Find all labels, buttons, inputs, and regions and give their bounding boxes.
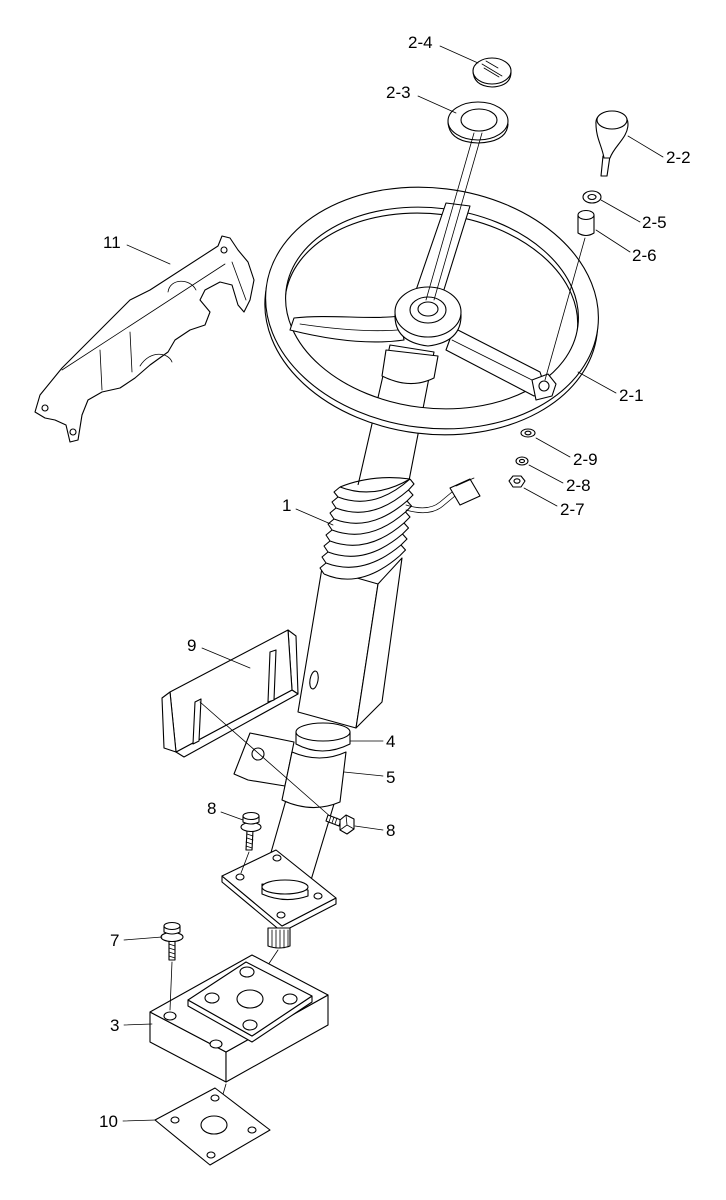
part-bolt-right bbox=[325, 814, 355, 835]
tube-slot bbox=[309, 670, 319, 690]
callout-bolt-right: 8 bbox=[386, 821, 395, 840]
callout-horn-cap: 2-4 bbox=[408, 33, 433, 52]
leader-3 bbox=[123, 1023, 153, 1026]
part-knob-washer bbox=[582, 190, 602, 204]
leader-2-2 bbox=[627, 135, 664, 158]
leader-2-6 bbox=[595, 229, 631, 253]
leader-8-left bbox=[220, 811, 244, 821]
callout-steering-wheel: 2-1 bbox=[619, 386, 644, 405]
assembly-line-cap-to-hub bbox=[425, 132, 483, 301]
part-bolt-left bbox=[240, 811, 262, 851]
leader-9 bbox=[201, 647, 251, 669]
part-column-flange bbox=[221, 849, 337, 933]
part-mounting-plate bbox=[161, 629, 299, 758]
part-gasket bbox=[154, 1087, 271, 1166]
callout-labels: 2-4 2-3 2-2 2-5 2-6 11 2-1 2-9 2-8 2-7 1… bbox=[99, 33, 691, 1131]
callout-knob-washer: 2-5 bbox=[642, 213, 667, 232]
leader-8-right bbox=[354, 825, 384, 831]
leader-2-7 bbox=[523, 487, 558, 507]
leader-1 bbox=[295, 508, 334, 526]
plate-slot-lower bbox=[192, 698, 202, 745]
assembly-line-bolt-8-left bbox=[240, 851, 250, 874]
wheel-knob-clamp bbox=[531, 373, 557, 401]
callout-cap-ring: 2-3 bbox=[386, 83, 411, 102]
callout-base-bolt: 7 bbox=[110, 931, 119, 950]
callout-steering-column: 1 bbox=[282, 496, 291, 515]
cable-connector bbox=[449, 478, 481, 506]
part-wheel-nut bbox=[508, 475, 526, 488]
horn-cable bbox=[405, 477, 481, 514]
part-column-bracket bbox=[233, 732, 347, 809]
leader-2-8 bbox=[528, 464, 564, 484]
leader-2-3 bbox=[417, 95, 457, 114]
callout-knob-spacer: 2-6 bbox=[632, 246, 657, 265]
assembly-line-knob-to-clamp bbox=[544, 237, 586, 381]
callout-gasket: 10 bbox=[99, 1112, 118, 1131]
part-steering-wheel bbox=[264, 186, 599, 436]
callout-collar: 4 bbox=[386, 732, 395, 751]
leader-2-1 bbox=[577, 371, 617, 394]
callout-bolt-left: 8 bbox=[207, 799, 216, 818]
leader-5 bbox=[343, 771, 384, 777]
part-column-cover bbox=[34, 235, 255, 443]
callout-column-cover: 11 bbox=[103, 233, 121, 252]
leader-2-9 bbox=[535, 437, 571, 458]
part-knob-spacer bbox=[577, 209, 595, 237]
part-cap-ring bbox=[447, 101, 509, 144]
part-wheel-washer bbox=[520, 428, 536, 438]
wheel-spoke-left bbox=[289, 315, 405, 343]
leader-lines bbox=[122, 45, 664, 1122]
callout-wheel-lock-washer: 2-8 bbox=[566, 476, 591, 495]
assembly-line-plate-to-bolt bbox=[199, 701, 333, 819]
bracket-hole bbox=[251, 747, 265, 761]
plate-slot-upper bbox=[267, 649, 277, 703]
part-column-bellows bbox=[319, 477, 415, 580]
part-horn-cap bbox=[472, 57, 512, 88]
assembly-line-bolt-7 bbox=[169, 961, 173, 1011]
wheel-spoke-upper bbox=[413, 202, 471, 297]
callout-wheel-nut: 2-7 bbox=[560, 500, 585, 519]
callout-knob: 2-2 bbox=[666, 148, 691, 167]
leader-2-4 bbox=[439, 45, 479, 64]
part-pedestal bbox=[149, 954, 329, 1083]
leader-10 bbox=[122, 1119, 157, 1122]
leader-11 bbox=[126, 244, 171, 265]
horn-cap-logo bbox=[481, 60, 503, 78]
wheel-hub bbox=[394, 286, 462, 347]
pedestal-center-hole bbox=[236, 989, 264, 1009]
callout-column-bracket: 5 bbox=[386, 768, 395, 787]
part-knob bbox=[595, 110, 629, 177]
part-base-bolt bbox=[160, 921, 184, 961]
callout-wheel-washer: 2-9 bbox=[573, 450, 598, 469]
leader-2-5 bbox=[600, 199, 641, 223]
callout-pedestal: 3 bbox=[110, 1016, 119, 1035]
leader-7 bbox=[123, 936, 163, 941]
callout-mounting-plate: 9 bbox=[187, 636, 196, 655]
part-spline-stub bbox=[267, 927, 291, 949]
part-column-tube bbox=[297, 557, 403, 729]
part-wheel-lock-washer bbox=[515, 456, 529, 466]
part-collar bbox=[295, 722, 351, 752]
